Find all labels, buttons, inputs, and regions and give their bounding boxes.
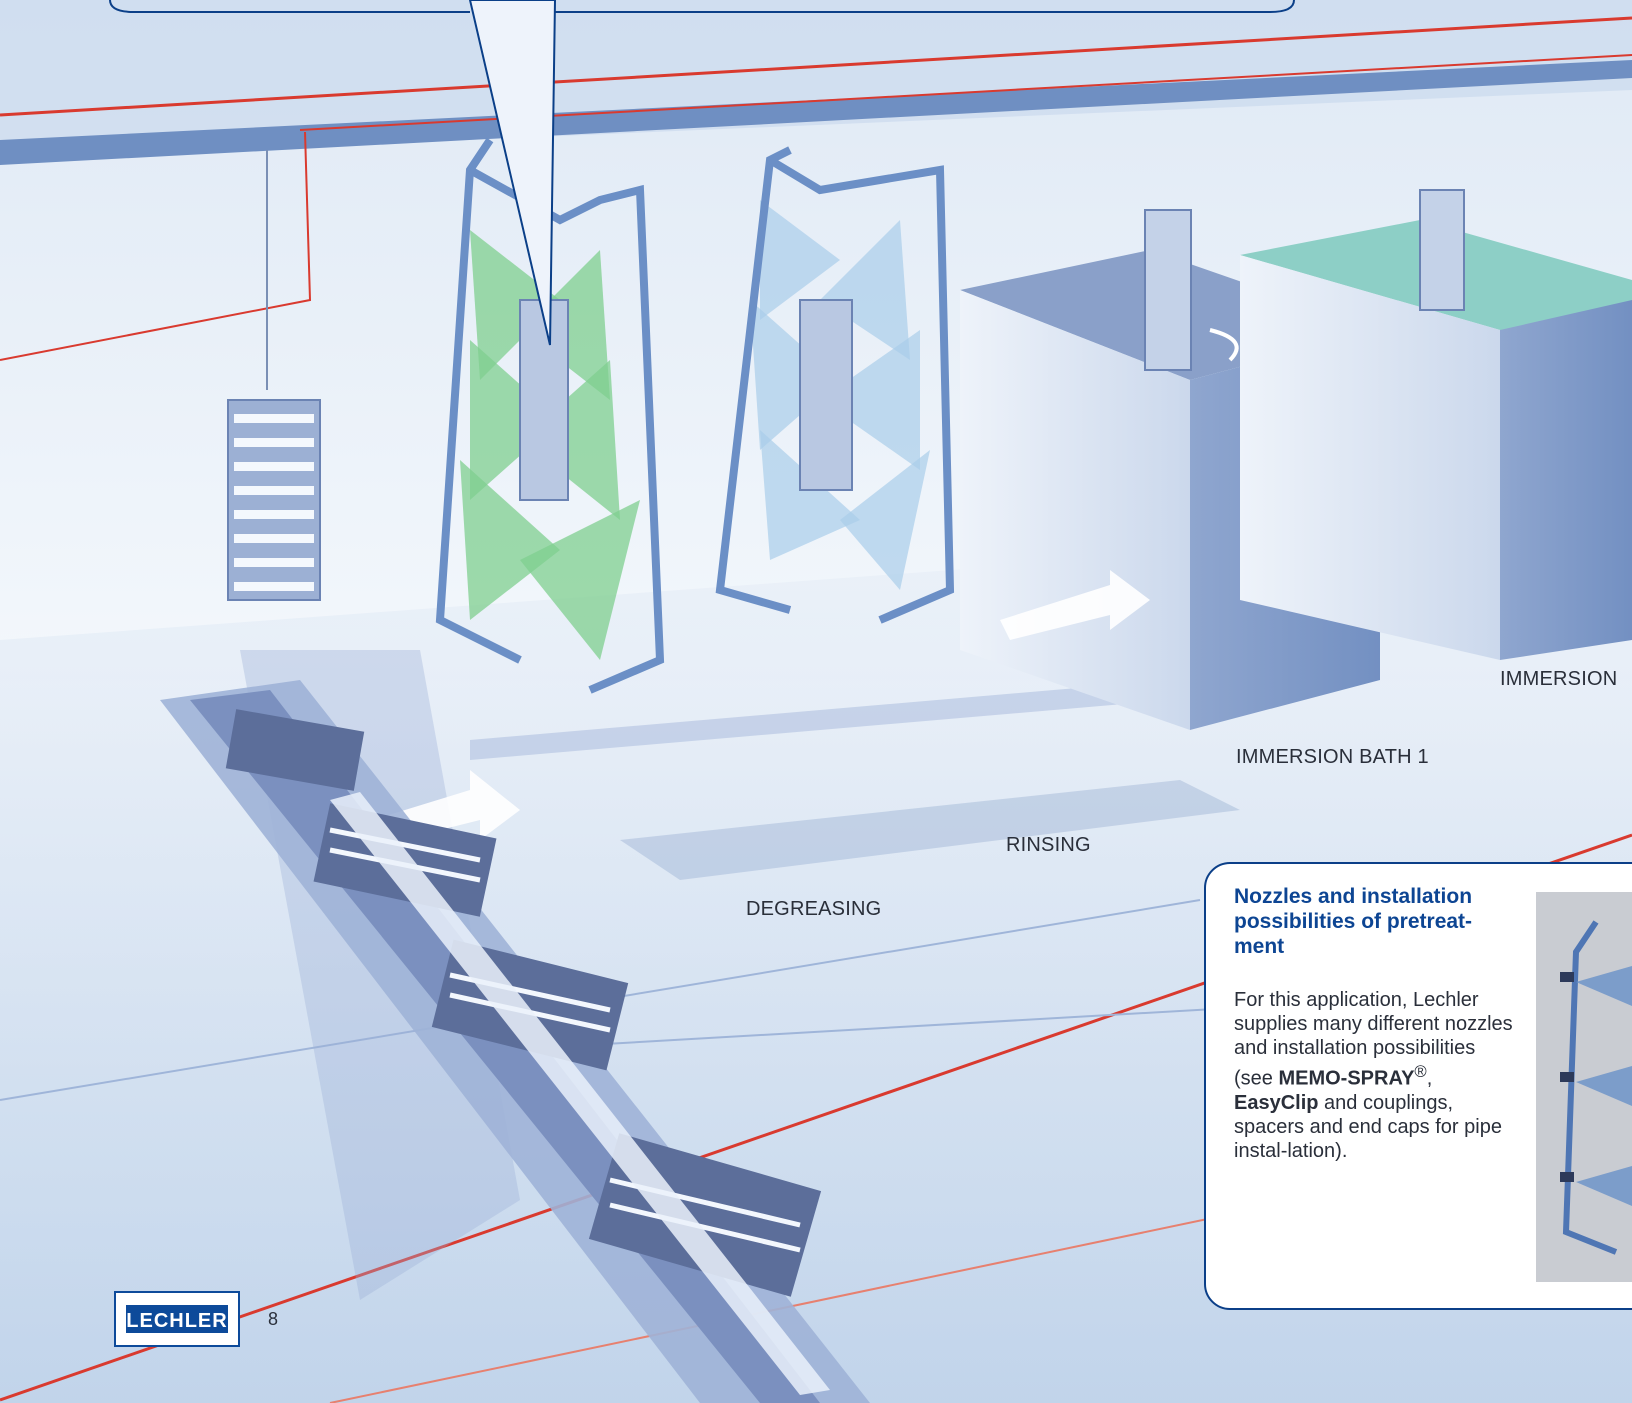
- stage-label-rinsing: RINSING: [1006, 834, 1091, 856]
- registered-mark: ®: [1414, 1062, 1427, 1081]
- info-box-body: For this application, Lechler supplies m…: [1234, 988, 1519, 1163]
- stage-label-immersion-bath-2: IMMERSION: [1500, 668, 1618, 690]
- info-body-outro: and couplings, spacers and end caps for …: [1234, 1091, 1502, 1162]
- info-separator: ,: [1426, 1067, 1433, 1090]
- easyclip-term: EasyClip: [1234, 1091, 1319, 1114]
- memo-spray-term: MEMO-SPRAY: [1278, 1067, 1415, 1090]
- logo-text: LECHLER: [124, 1303, 230, 1335]
- stage-label-degreasing: DEGREASING: [746, 898, 882, 920]
- info-box-title: Nozzles and installation possibilities o…: [1234, 885, 1473, 958]
- stage-label-immersion-bath-1: IMMERSION BATH 1: [1236, 746, 1429, 768]
- nozzle-pipe-photo: [1536, 892, 1632, 1282]
- lechler-logo: LECHLER: [114, 1291, 240, 1347]
- info-box: Nozzles and installation possibilities o…: [1204, 862, 1632, 1310]
- page-number: 8: [268, 1309, 279, 1329]
- info-body-intro: For this application, Lechler supplies m…: [1234, 989, 1513, 1090]
